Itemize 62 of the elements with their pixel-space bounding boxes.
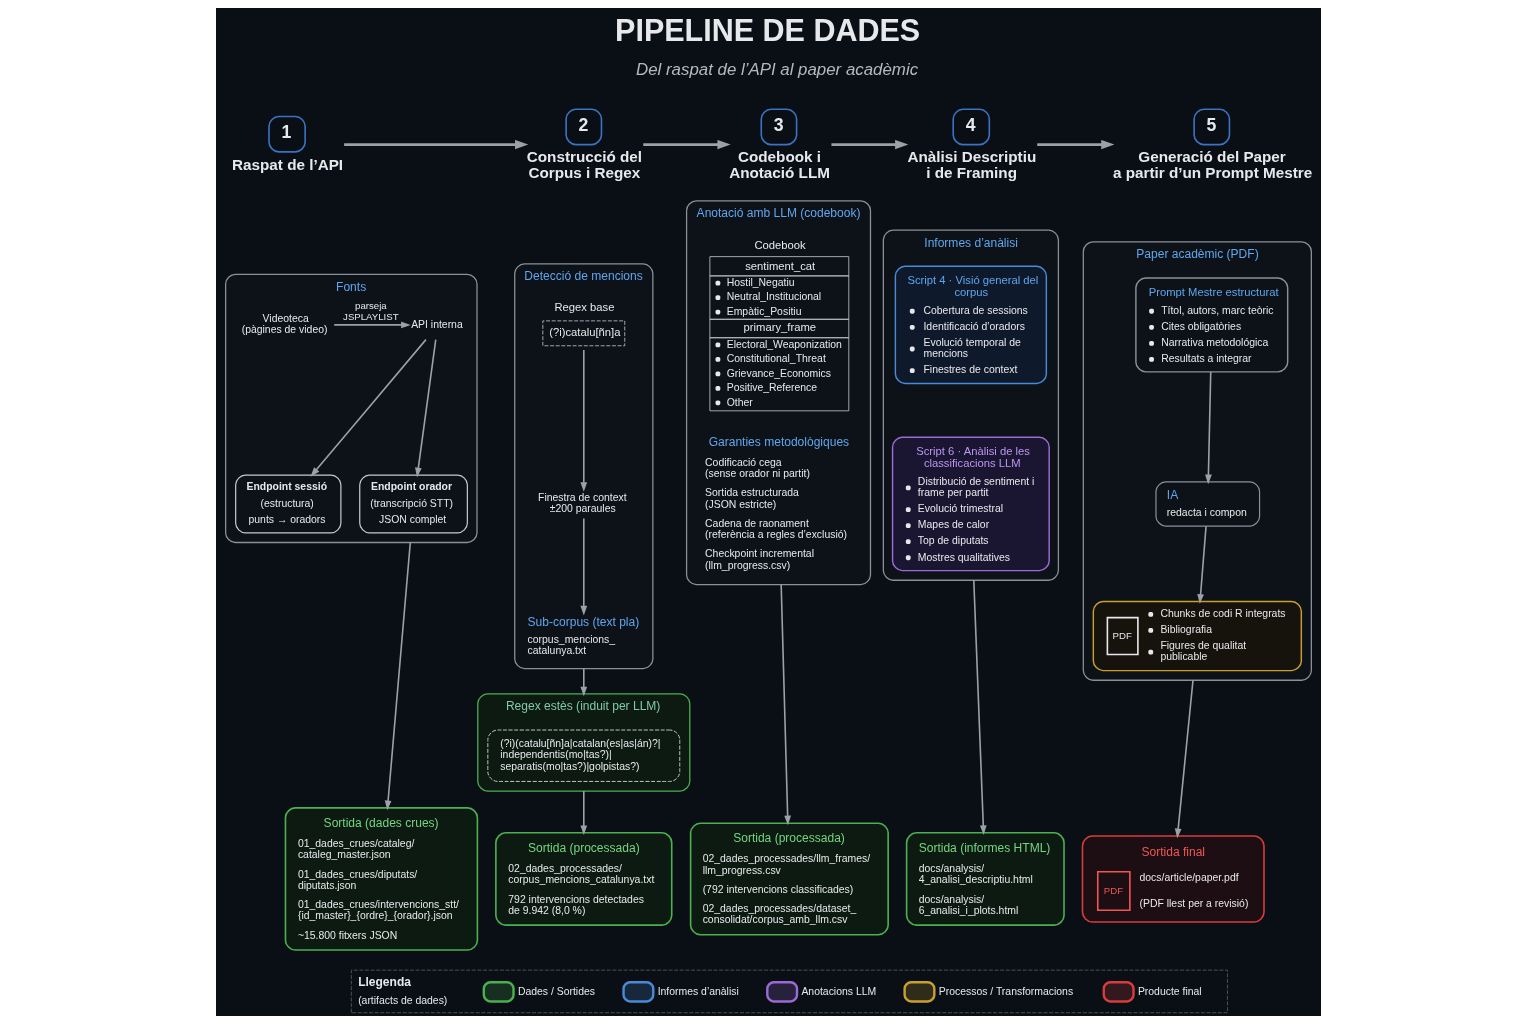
legend-label: Processos / Transformacions: [938, 985, 1073, 997]
node-box: Script 6 · Anàlisi de les classificacions LLM Distribució de sentiment i frame per partit Evolució trimestral Mapes de calor Top de diputats Mostres qualitatives: [891, 436, 1050, 572]
arrow: [1036, 139, 1114, 150]
node-label: Generació del Paper a partir d’un Prompt Mestre: [1112, 148, 1312, 181]
arrow: [642, 139, 731, 150]
arrow: [384, 541, 411, 811]
node-box: 2: [564, 108, 602, 146]
label: (artifacts de dades): [357, 994, 447, 1006]
node-box: 4: [951, 108, 990, 146]
legend-label: Dades / Sortides: [517, 985, 595, 997]
node-box: (?i)catalu[ñn]a: [541, 320, 625, 347]
arrow: [414, 338, 437, 478]
legend-label: Anotacions LLM: [800, 985, 876, 997]
arrow: [830, 139, 908, 150]
label: Garanties metodològiques: [708, 435, 849, 450]
node-box: Sortida final PDF docs/article/paper.pdf (PDF llest per a revisió): [1081, 835, 1265, 923]
node-box: Sortida (processada) 02_dades_processades/ corpus_mencions_catalunya.txt 792 intervencions detectades de 9.942 (8,0 %): [494, 832, 673, 926]
node-box: (?i)(catalu[ñn]a|catalan(es|as|án)?| independentis(mo|tas?)| separatis(mo|tas?)|golpistas?): [486, 729, 680, 782]
label: Cadena de raonament (referència a regles d’exclusió): [704, 517, 847, 541]
node-label: Regex base: [553, 301, 614, 314]
diagram-title: PIPELINE DE DADES: [614, 12, 920, 47]
node-label: Codebook i Anotació LLM: [728, 148, 830, 181]
node-text: Finestra de context ±200 paraules: [537, 492, 627, 515]
arrow: [1204, 371, 1212, 485]
legend-label: Producte final: [1137, 985, 1202, 997]
node-box: 3: [759, 108, 797, 146]
legend-label: Informes d’anàlisi: [657, 985, 739, 997]
edge-label: parseja JSPLAYLIST: [342, 300, 399, 322]
node-box: Endpoint sessió (estructura) punts → oradors: [234, 474, 341, 534]
node-box: Script 4 · Visió general del corpus Cobertura de sessions Identificació d’oradors Evolució temporal de mencions Finestres de context: [894, 265, 1047, 385]
label: Llegenda: [357, 974, 411, 989]
arrow: [343, 139, 528, 150]
node-text: Videoteca (pàgines de video): [241, 313, 327, 336]
node-label: Anàlisi Descriptiu i de Framing: [906, 148, 1036, 181]
label: Del raspat de l’API al paper acadèmic: [635, 59, 918, 79]
node-box: IA redacta i compon: [1154, 481, 1260, 527]
arrow: [779, 583, 791, 826]
arrow: [579, 790, 587, 836]
node-box: Sortida (informes HTML) docs/analysis/ 4_analisi_descriptiu.html docs/analysis/ 6_analisi_i_plots.html: [905, 832, 1065, 926]
node-text: Sub-corpus (text pla) corpus_mencions_ catalunya.txt: [527, 614, 639, 657]
arrow: [579, 517, 587, 616]
label: Codificació cega (sense orador ni partit): [704, 456, 810, 479]
node-box: 5: [1192, 108, 1230, 146]
node-text: API interna: [410, 318, 463, 330]
label: Checkpoint incremental (llm_progress.csv): [704, 548, 814, 571]
node-box: Sortida (processada) 02_dades_processades/llm_frames/ llm_progress.csv (792 intervencions classificades) 02_dades_processades/dataset_ consolidat/corpus_amb_llm.csv: [689, 822, 889, 936]
node-label: Construcció del Corpus i Regex: [526, 148, 642, 181]
arrow: [972, 579, 987, 836]
arrow: [332, 321, 411, 329]
node-label: Raspat de l’API: [231, 155, 343, 173]
node-box: PDF Chunks de codi R integrats Bibliografia Figures de qualitat publicable: [1092, 600, 1302, 672]
node-box: Prompt Mestre estructurat Títol, autors, marc teòric Cites obligatòries Narrativa metodológica Resultats a integrar: [1134, 277, 1288, 373]
arrow: [1174, 679, 1194, 839]
arrow: [579, 667, 587, 697]
node-label: Codebook: [753, 238, 806, 251]
arrow: [1196, 525, 1207, 604]
node-box: Sortida (dades crues) 01_dades_crues/cataleg/ cataleg_master.json 01_dades_crues/diputats/ diputats.json 01_dades_crues/intervencions_stt/ {id_master}_{ordre}_{orador}.json ~15.800 fitxers JSON: [284, 807, 478, 951]
node-box: Endpoint orador (transcripció STT) JSON complet: [358, 474, 468, 534]
arrow: [579, 349, 587, 492]
label: Sortida estructurada (JSON estricte): [704, 487, 799, 510]
arrow: [309, 338, 427, 477]
node-box: 1: [267, 115, 306, 153]
